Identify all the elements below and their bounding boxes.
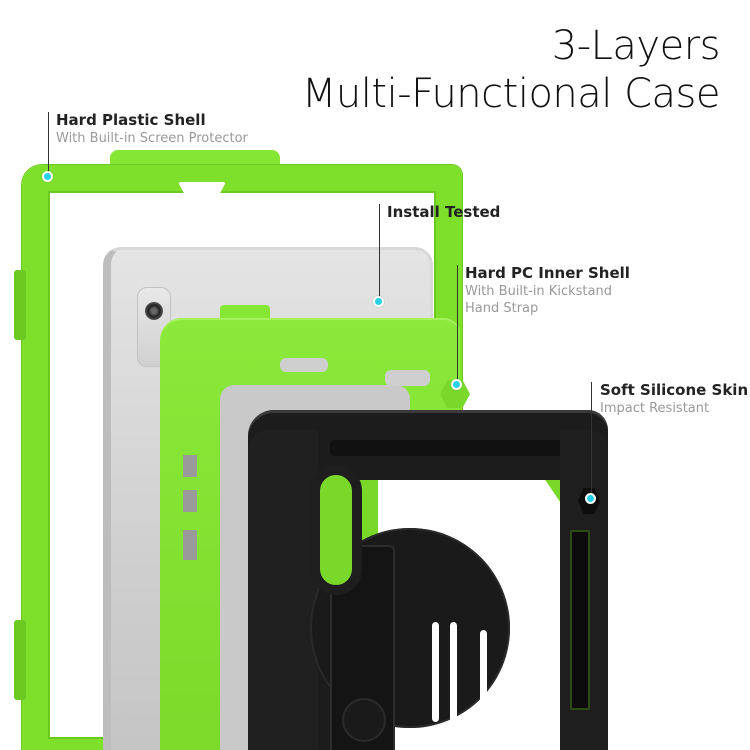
kickstand-knob (344, 700, 384, 740)
callout-dot-hard-plastic-shell (42, 171, 53, 182)
pen-holder-loop (310, 465, 362, 595)
skin-left-grip (248, 430, 318, 750)
callout-install-tested: Install Tested (387, 202, 500, 222)
inner-shell-slot (183, 530, 197, 560)
callout-subtitle: With Built-in Screen Protector (56, 131, 248, 146)
inner-shell-slot (183, 455, 197, 477)
inner-shell-vent (280, 358, 328, 372)
callout-dot-soft-silicone-skin (585, 493, 596, 504)
camera-lens-icon (145, 302, 163, 320)
plastic-shell-notch (178, 182, 226, 200)
inner-shell-vent (385, 370, 430, 386)
callout-line-hard-plastic-shell (48, 112, 49, 178)
callout-subtitle: With Built-in Kickstand (465, 284, 612, 299)
callout-title: Hard PC Inner Shell (465, 264, 630, 282)
skin-right-inner-edge (570, 530, 590, 710)
plastic-shell-side-button-lower (14, 620, 26, 700)
callout-line-hard-pc-inner-shell (457, 265, 458, 383)
strap-slot (450, 622, 457, 722)
strap-slot (480, 630, 487, 720)
callout-line-soft-silicone-skin (591, 382, 592, 498)
callout-dot-install-tested (373, 296, 384, 307)
callout-title: Install Tested (387, 203, 501, 221)
skin-top-ridge (330, 440, 570, 456)
headline-line-2: Multi-Functional Case (301, 71, 721, 117)
callout-soft-silicone-skin: Soft Silicone Skin Impact Resistant (600, 380, 748, 417)
callout-title: Soft Silicone Skin (600, 381, 749, 399)
callout-hard-pc-inner-shell: Hard PC Inner Shell With Built-in Kickst… (465, 263, 630, 317)
callout-dot-hard-pc-inner-shell (451, 379, 462, 390)
callout-hard-plastic-shell: Hard Plastic Shell With Built-in Screen … (56, 110, 248, 147)
strap-slot (432, 622, 439, 722)
callout-title: Hard Plastic Shell (56, 111, 206, 129)
headline-line-1: 3-Layers (551, 23, 721, 69)
callout-subtitle: Impact Resistant (600, 401, 710, 416)
headline: 3-Layers Multi-Functional Case (301, 22, 721, 118)
inner-shell-slot (183, 490, 197, 512)
callout-line-install-tested (379, 204, 380, 300)
callout-subtitle: Hand Strap (465, 301, 539, 316)
plastic-shell-side-button (14, 270, 26, 340)
